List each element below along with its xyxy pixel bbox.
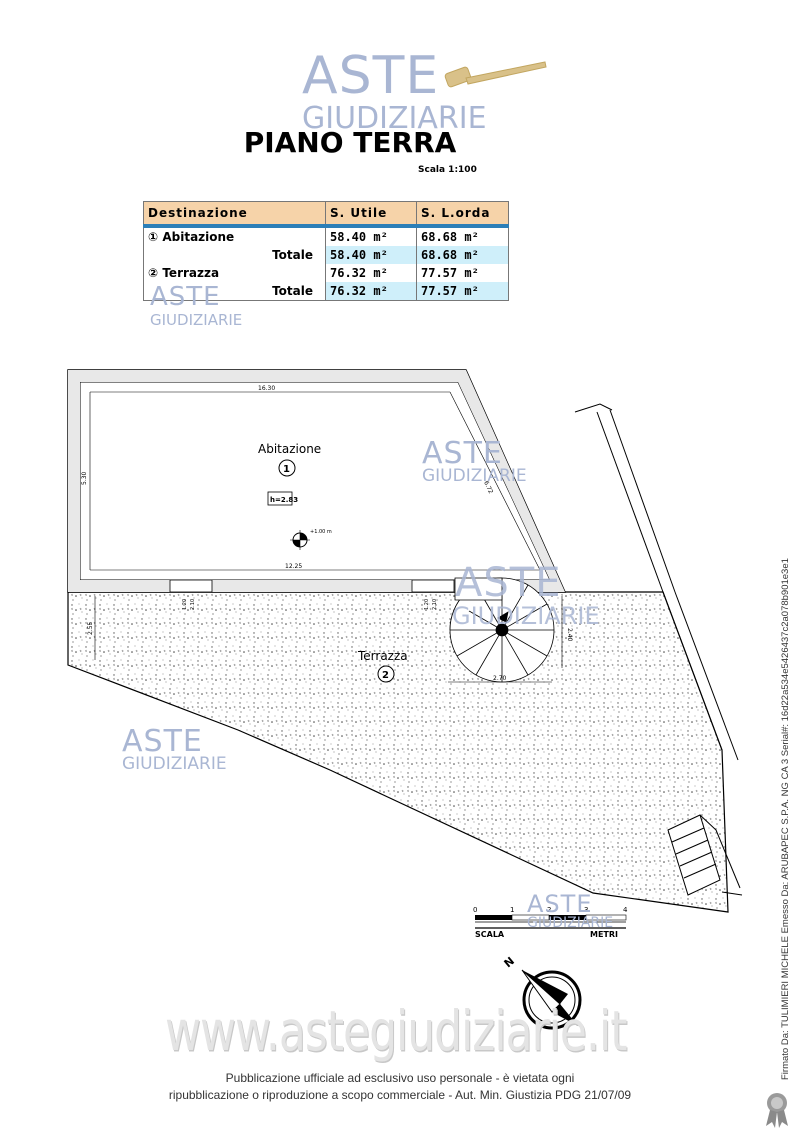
boundary-line (662, 591, 723, 751)
watermark-website-text: www.astegiudiziarie.it (165, 1000, 627, 1064)
utile-value: 76.32 m² (325, 264, 417, 282)
column-header: S. Utile (325, 201, 417, 228)
scale-word: SCALA (475, 930, 505, 939)
watermark-giudiziarie-text: GIUDIZIARIE (122, 754, 227, 774)
watermark-aste-text: ASTE (150, 282, 221, 312)
room-number-badge (278, 459, 296, 477)
dimension-stair-width: 2.70 (493, 675, 507, 682)
watermark-aste-text: ASTE (302, 46, 440, 106)
level-label: +1.00 m (310, 529, 332, 535)
row-label: Totale (143, 246, 326, 264)
dimension-door: 1.20 (182, 599, 188, 610)
boundary-line (609, 409, 676, 593)
dimension-stair-height: 2.40 (566, 628, 573, 642)
scale-bar (475, 914, 627, 929)
scale-tick: 3 (584, 906, 588, 914)
row-label: ② Terrazza (143, 264, 326, 282)
door-opening (169, 579, 213, 593)
footer-line-2: ripubblicazione o riproduzione a scopo c… (168, 1088, 632, 1102)
footer-line-1: Pubblicazione ufficiale ad esclusivo uso… (225, 1071, 575, 1085)
boundary-line (596, 411, 664, 593)
row-label: Totale (143, 282, 326, 301)
utile-value: 58.40 m² (325, 246, 417, 264)
watermark-giudiziarie-text: GIUDIZIARIE (302, 101, 487, 136)
table-row: Totale 58.40 m² 68.68 m² (143, 246, 509, 264)
utile-value: 58.40 m² (325, 226, 417, 246)
row-label: ① Abitazione (143, 226, 326, 246)
lorda-value: 68.68 m² (416, 246, 509, 264)
table-header-row: Destinazione S. Utile S. L.orda (143, 201, 509, 228)
dimension-top: 16.30 (258, 385, 275, 392)
dimension-terrace-left: 2.55 (87, 621, 94, 635)
room-number: 1 (283, 464, 290, 475)
areas-table: Destinazione S. Utile S. L.orda ① Abitaz… (143, 201, 509, 301)
dimension-door: 2.10 (432, 599, 438, 610)
scale-tick: 4 (623, 906, 628, 914)
table-row: ② Terrazza 76.32 m² 77.57 m² (143, 264, 509, 282)
watermark-aste-text: ASTE (527, 890, 593, 918)
watermark-aste-text: ASTE (122, 724, 203, 759)
dimension-bottom: 12.25 (285, 563, 302, 570)
room-name-abitazione: Abitazione (258, 442, 321, 456)
height-label: h=2.83 (270, 496, 298, 504)
dimension-door: 1.20 (424, 599, 430, 610)
boundary-line (674, 591, 739, 761)
entry-steps (667, 814, 743, 896)
page-title: PIANO TERRA (243, 126, 457, 159)
watermark-giudiziarie-text: GIUDIZIARIE (150, 311, 243, 329)
scale-tick: 2 (547, 906, 551, 914)
watermark-giudiziarie-text: GIUDIZIARIE (422, 466, 527, 486)
table-row: Totale 76.32 m² 77.57 m² (143, 282, 509, 301)
watermark-giudiziarie-text: GIUDIZIARIE (527, 915, 614, 931)
lorda-value: 77.57 m² (416, 264, 509, 282)
north-arrow-icon (521, 969, 582, 1030)
gavel-icon (444, 61, 547, 88)
door-opening (411, 579, 455, 593)
lorda-value: 68.68 m² (416, 226, 509, 246)
watermark-aste-text: ASTE (422, 436, 503, 471)
scale-tick: 1 (510, 906, 514, 914)
metri-word: METRI (590, 930, 618, 939)
column-header: Destinazione (143, 201, 326, 228)
dimension-door: 2.10 (190, 599, 196, 610)
level-marker-icon (290, 530, 310, 550)
height-box (267, 491, 293, 506)
spiral-staircase (449, 577, 555, 683)
scale-tick: 0 (473, 906, 477, 914)
room-number: 2 (382, 670, 389, 681)
compass-north-label: N (502, 954, 517, 970)
digital-signature-text: Firmato Da: TULIMIERI MICHELE Emesso Da:… (780, 558, 791, 1080)
table-row: ① Abitazione 58.40 m² 68.68 m² (143, 226, 509, 246)
watermark-aste-text: ASTE (455, 560, 562, 606)
boundary-line (574, 403, 613, 413)
watermark-giudiziarie-text: GIUDIZIARIE (452, 602, 600, 630)
column-header: S. L.orda (416, 201, 509, 228)
dimension-left: 5.30 (81, 471, 88, 485)
scale-label: Scala 1:100 (418, 165, 477, 175)
room-name-terrazza: Terrazza (357, 649, 408, 663)
ribbon-icon (766, 1093, 788, 1128)
room-number-badge (377, 665, 395, 683)
utile-value: 76.32 m² (325, 282, 417, 301)
lorda-value: 77.57 m² (416, 282, 509, 301)
